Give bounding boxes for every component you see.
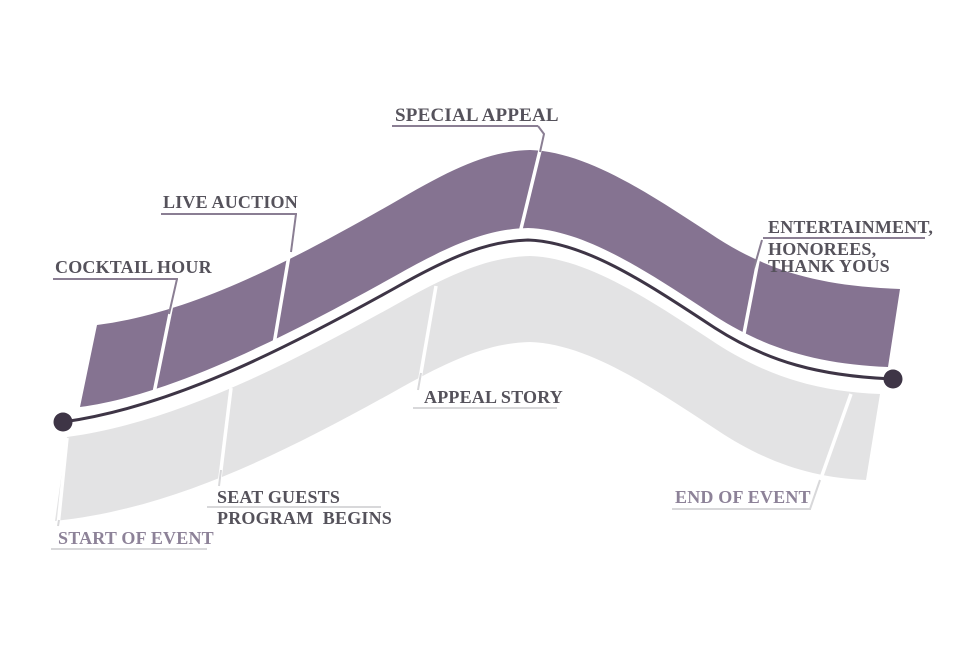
label-seat-guests-line1: SEAT GUESTS — [217, 487, 340, 507]
cocktail-hour-leader — [168, 278, 178, 315]
label-entertainment-line3: THANK YOUS — [768, 256, 890, 276]
timeline-end-dot — [883, 369, 903, 389]
timeline-path — [61, 238, 895, 424]
label-entertainment-line1: ENTERTAINMENT, — [768, 217, 933, 237]
leader-lines — [57, 125, 821, 527]
label-live-auction: LIVE AUCTION — [163, 192, 298, 212]
special-appeal-leader — [537, 125, 546, 153]
timeline-start-dot — [53, 412, 73, 432]
leader-gaps — [56, 133, 853, 527]
purple-wave-band — [80, 150, 900, 407]
label-entertainment-line2: HONOREES, — [768, 239, 876, 259]
gray-wave-band — [55, 256, 880, 521]
start-of-event-leader — [57, 519, 60, 527]
appeal-story-gap — [416, 285, 438, 391]
label-appeal-story: APPEAL STORY — [424, 387, 563, 407]
label-special-appeal: SPECIAL APPEAL — [395, 105, 559, 126]
start-of-event-gap — [56, 437, 69, 527]
appeal-story-leader — [417, 372, 422, 391]
end-of-event-leader — [809, 479, 821, 510]
entertainment-gap — [740, 239, 764, 345]
label-start-of-event: START OF EVENT — [58, 528, 214, 548]
entertainment-leader — [753, 239, 763, 269]
label-seat-guests-line2: PROGRAM BEGINS — [217, 508, 392, 528]
seat-guests-gap — [217, 387, 233, 487]
label-cocktail-hour: COCKTAIL HOUR — [55, 257, 213, 277]
label-underlines — [51, 125, 925, 550]
label-end-of-event: END OF EVENT — [675, 487, 811, 507]
seat-guests-leader — [218, 469, 222, 487]
live-auction-leader — [290, 213, 297, 253]
